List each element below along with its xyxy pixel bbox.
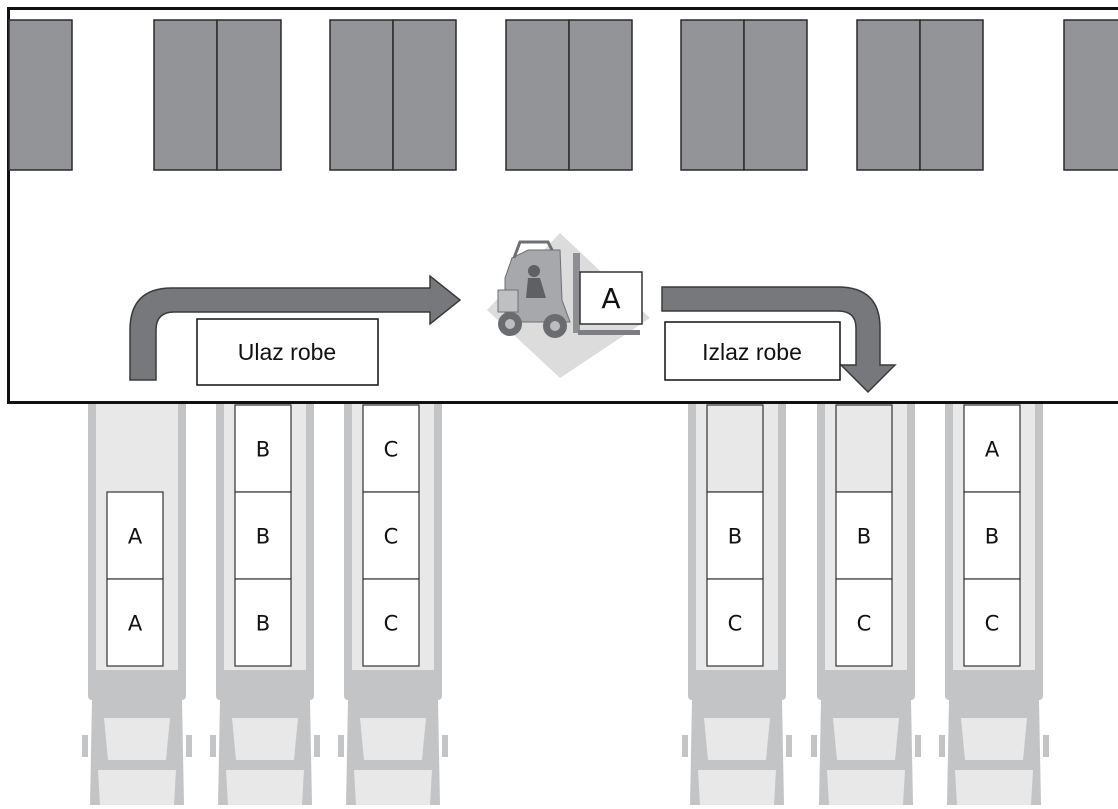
cab-windshield: [232, 718, 298, 760]
side-mirror: [338, 735, 344, 757]
side-mirror: [1043, 735, 1049, 757]
pallet: [362, 491, 420, 580]
pallet: [106, 578, 164, 667]
truck-1: AA: [82, 400, 192, 805]
cab-windshield: [833, 718, 899, 760]
rack-bay: [8, 19, 73, 171]
rack-bay: [680, 19, 745, 171]
outbound-label-box: Izlaz robe: [664, 321, 841, 381]
cab-windshield: [961, 718, 1027, 760]
truck-2: B B B: [210, 400, 320, 805]
side-mirror: [210, 735, 216, 757]
pallet: [362, 578, 420, 667]
cab-hood: [226, 770, 304, 805]
pallet: [106, 491, 164, 580]
forklift-pallet: [579, 271, 643, 325]
pallet: [963, 491, 1021, 580]
inbound-label-box: Ulaz robe: [196, 318, 379, 386]
cab-hood: [354, 770, 432, 805]
inbound-arrow: [129, 274, 462, 381]
rack-bay: [329, 19, 394, 171]
side-mirror: [314, 735, 320, 757]
rack-bay: [919, 19, 984, 171]
side-mirror: [442, 735, 448, 757]
rack-bay: [505, 19, 570, 171]
outbound-arrow: [661, 286, 897, 394]
pallet-label: A: [985, 438, 1000, 462]
side-mirror: [786, 735, 792, 757]
cab-windshield: [104, 718, 170, 760]
rack-bay: [1063, 19, 1118, 171]
pallet-label: C: [384, 525, 399, 549]
truck-6: A B C: [939, 400, 1049, 805]
forklift-pallet-label: A: [601, 282, 620, 315]
rack-bay: [568, 19, 633, 171]
side-mirror: [186, 735, 192, 757]
truck-5: BC: [811, 400, 921, 805]
outbound-label: Izlaz robe: [702, 339, 802, 365]
pallet: [835, 491, 893, 580]
pallet: [706, 578, 764, 667]
pallet-label: C: [384, 438, 399, 462]
side-mirror: [939, 735, 945, 757]
cab-windshield: [704, 718, 770, 760]
pallet: [963, 404, 1021, 493]
pallet-label: C: [728, 612, 743, 636]
pallet-label: B: [728, 525, 742, 549]
pallet-label: A: [128, 525, 143, 549]
side-mirror: [82, 735, 88, 757]
pallet: [234, 491, 292, 580]
side-mirror: [811, 735, 817, 757]
pallet-label: C: [384, 612, 399, 636]
pallet: [835, 578, 893, 667]
storage-racks: [8, 19, 1118, 171]
truck-4: BC: [682, 400, 792, 805]
pallet-label: B: [256, 525, 270, 549]
pallet: [706, 491, 764, 580]
pallet-label: B: [985, 525, 999, 549]
pallet-label: B: [256, 612, 270, 636]
pallet-label: B: [256, 438, 270, 462]
rack-bay: [856, 19, 921, 171]
rack-bay: [392, 19, 457, 171]
side-mirror: [915, 735, 921, 757]
inbound-label: Ulaz robe: [238, 339, 336, 365]
side-mirror: [682, 735, 688, 757]
pallet: [963, 578, 1021, 667]
cab-hood: [827, 770, 905, 805]
rack-bay: [216, 19, 282, 171]
cab-hood: [955, 770, 1033, 805]
cab-hood: [98, 770, 176, 805]
truck-3: C C C: [338, 400, 448, 805]
pallet-label: C: [857, 612, 872, 636]
pallet-label: C: [985, 612, 1000, 636]
cab-windshield: [360, 718, 426, 760]
rack-bay: [153, 19, 218, 171]
pallet: [234, 578, 292, 667]
pallet-label: B: [857, 525, 871, 549]
rack-bay: [743, 19, 808, 171]
pallet: [234, 404, 292, 493]
pallet-label: A: [128, 612, 143, 636]
forklift-icon: A: [487, 233, 650, 378]
cab-hood: [698, 770, 776, 805]
